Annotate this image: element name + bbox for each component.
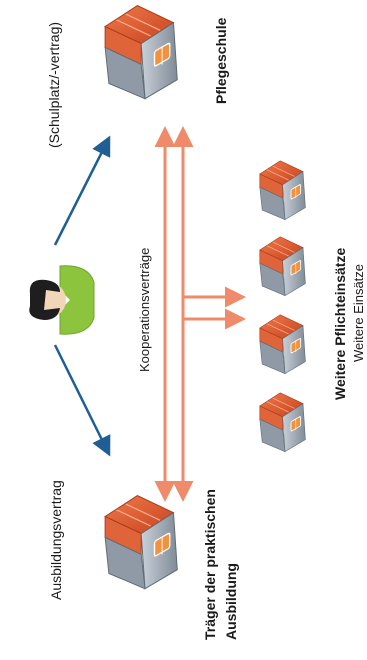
weitere-einsaetze-label: Weitere Einsätze	[351, 263, 366, 362]
ausbildungsvertrag-label: Ausbildungsvertrag	[48, 480, 64, 600]
kooperationsvertraege-label: Kooperationsverträge	[137, 247, 152, 372]
trainee-person-icon	[29, 265, 95, 335]
schulplatz-label: (Schulplatz/-vertrag)	[46, 21, 62, 148]
arrow-to-pflegeschule	[53, 135, 111, 246]
pflegeschule-house-icon	[104, 4, 179, 100]
traeger-label-line1: Träger der praktischen	[202, 489, 218, 640]
einsatz-house-icon-3	[259, 314, 306, 375]
traeger-house-icon	[104, 494, 179, 590]
traeger-label-line2: Ausbildung	[223, 563, 239, 640]
weitere-pflichteinsaetze-label: Weitere Pflichteinsätze	[332, 247, 348, 400]
kooperation-arrows	[154, 126, 246, 502]
einsatz-house-icon-1	[259, 160, 306, 221]
einsatz-house-icon-2	[259, 236, 306, 297]
einsatz-house-icon-4	[259, 392, 306, 453]
pflegeschule-label: Pflegeschule	[213, 17, 229, 104]
arrow-to-traeger	[53, 344, 111, 457]
